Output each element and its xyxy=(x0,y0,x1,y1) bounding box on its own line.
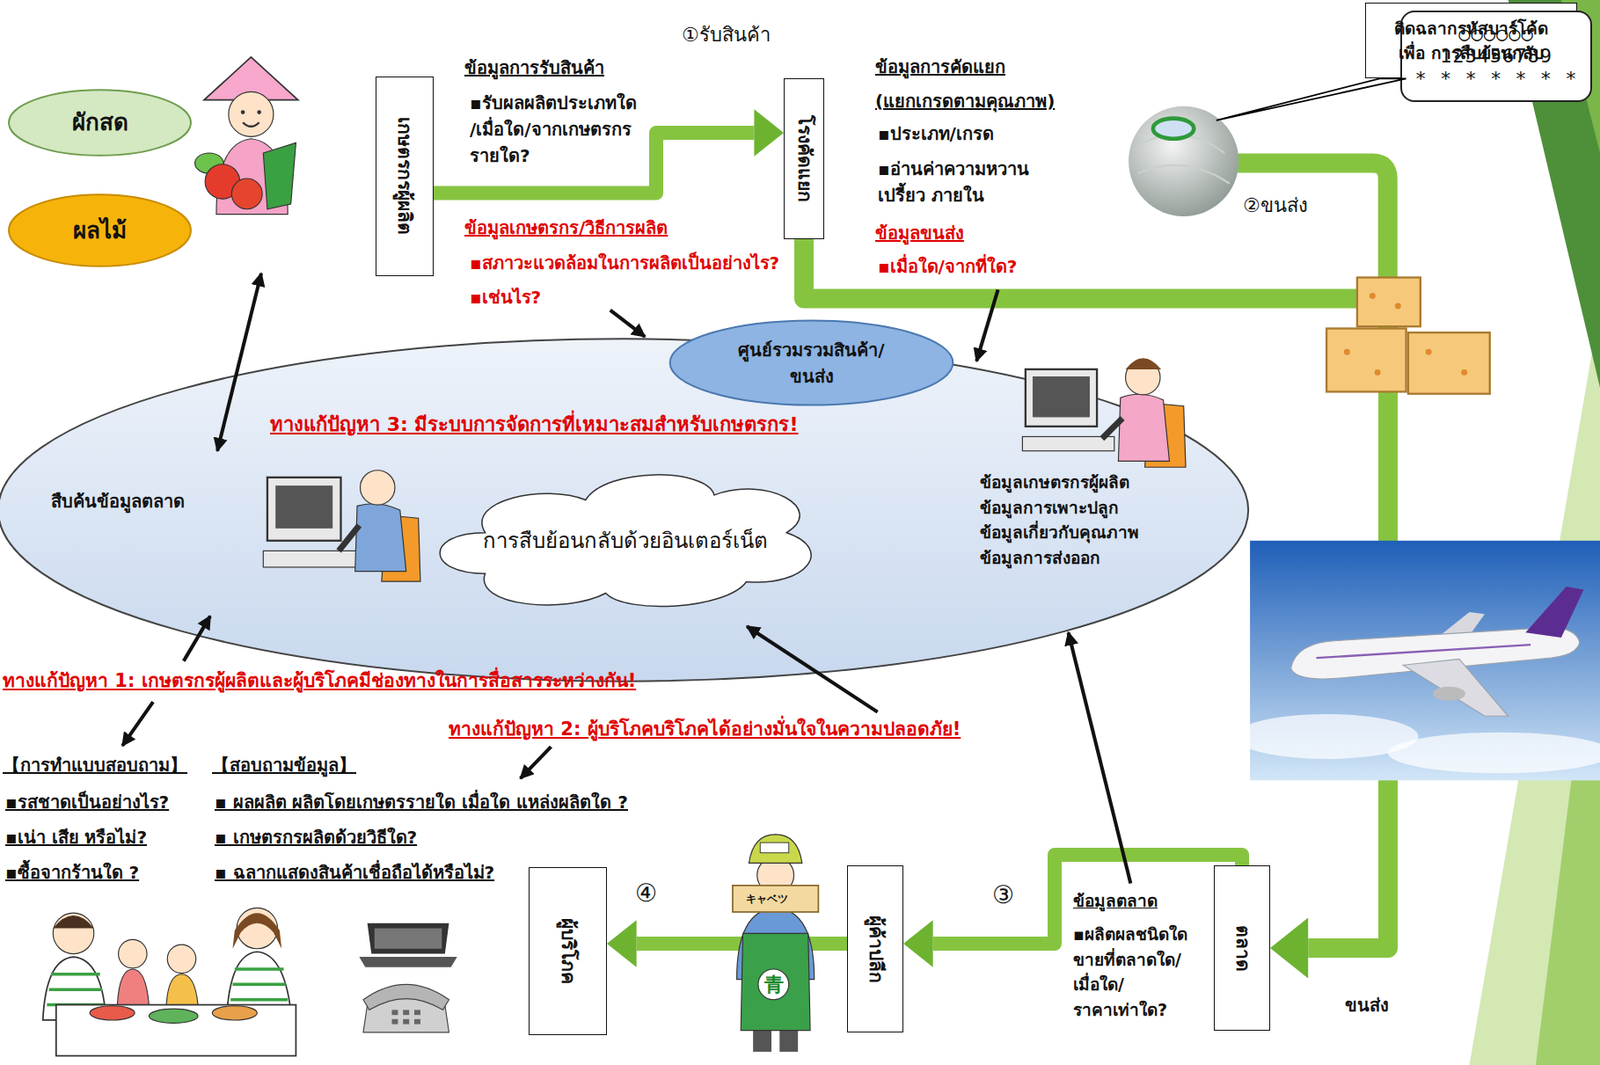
flow-arrow xyxy=(433,109,784,193)
internet-cloud: การสืบย้อนกลับด้วยอินเตอร์เน็ต xyxy=(424,459,827,623)
box-print: キャベツ xyxy=(745,892,789,906)
arrow-head xyxy=(903,920,934,968)
callout-number: ④ xyxy=(635,877,658,909)
note-text: ▪สภาวะแวดล้อมในการผลิตเป็นอย่างไร? xyxy=(469,252,780,275)
telephone-icon xyxy=(363,984,449,1033)
melon xyxy=(1128,106,1239,217)
note-text: ▪ประเภท/เกรด xyxy=(877,123,994,146)
note-text: ▪เช่นไร? xyxy=(469,286,541,309)
category-ellipse: ผักสด xyxy=(7,88,192,157)
shape-label: ผลไม้ xyxy=(73,216,127,246)
note-text: ▪รับผลผลิตประเภทใด /เมื่อใด/จากเกษตรกร ร… xyxy=(469,89,640,169)
shape-label: * * * * * * * xyxy=(1414,67,1578,90)
arrow-head xyxy=(606,920,637,968)
shape-label: ศูนย์รวมรวมสินค้า/ ขนส่ง xyxy=(737,336,887,390)
note-text: สืบค้นข้อมูลตลาด xyxy=(51,490,185,513)
heading-text: (แยกเกรดตามคุณภาพ) xyxy=(875,90,1055,113)
retailer-figure xyxy=(732,834,819,1053)
step-label: ②ขนส่ง xyxy=(1242,193,1308,219)
arrow-head xyxy=(1270,917,1308,979)
heading-text: 【การทำแบบสอบถาม】 xyxy=(2,754,188,777)
category-ellipse: ผลไม้ xyxy=(7,193,192,268)
heading-text: ข้อมูลเกษตรกร/วิธีการผลิต xyxy=(464,217,668,240)
note-text: ▪เน่า เสีย หรือไม่? xyxy=(5,826,147,849)
shape-label: การสืบย้อนกลับด้วยอินเตอร์เน็ต xyxy=(482,527,768,555)
stage-box: ผู้บริโภค xyxy=(528,867,607,1036)
parcel-boxes xyxy=(1326,277,1491,395)
shape-label: 123456789 xyxy=(1439,44,1553,67)
box-label: ผู้บริโภค xyxy=(555,918,579,985)
note-text: ข้อมูลเกษตรกรผู้ผลิต ข้อมูลการเพาะปลูก ข… xyxy=(979,469,1142,570)
heading-text: ข้อมูลขนส่ง xyxy=(875,222,965,245)
note-text: ▪ผลิตผลชนิดใด ขายที่ตลาดใด/ เมื่อใด/ ราค… xyxy=(1073,921,1191,1023)
stage-box: เกษตรกรผู้ผลิต xyxy=(375,76,434,277)
stage-box: โรงคัดแยก xyxy=(783,78,825,240)
note-text: ▪อ่านค่าความหวาน เปรี้ยว ภายใน xyxy=(877,155,1032,209)
shape-label: ผักสด xyxy=(72,108,129,138)
leader-arrow xyxy=(122,273,1131,885)
heading-text: ข้อมูลการรับสินค้า xyxy=(464,57,605,80)
note-text: ▪รสชาดเป็นอย่างไร? xyxy=(5,791,169,814)
callout-number: ③ xyxy=(992,879,1015,911)
computer-user xyxy=(263,470,421,582)
computer-user xyxy=(1022,357,1186,468)
note-text: ขนส่ง xyxy=(1344,994,1389,1017)
box-label: ตลาด xyxy=(1230,925,1254,972)
laptop-icon xyxy=(358,923,457,968)
family-dining xyxy=(43,907,297,1056)
stage-box: ผู้ค้าปลีก xyxy=(847,865,904,1033)
shape-label: ○○○○○○ xyxy=(1458,22,1534,45)
note-text: ▪เมื่อใด/จากที่ใด? xyxy=(877,255,1017,278)
solution-heading: ทางแก้ปัญหา 1: เกษตรกรผู้ผลิตและผู้บริโภ… xyxy=(2,669,636,693)
note-text: ▪ ฉลากแสดงสินค้าเชื่อถือได้หรือไม่? xyxy=(214,862,495,885)
arrow-shaft xyxy=(433,132,754,194)
heading-text: ข้อมูลตลาด xyxy=(1073,891,1158,913)
stage-box: ตลาด xyxy=(1213,865,1271,1031)
arrow-shaft xyxy=(933,854,1243,944)
farmer-figure xyxy=(195,57,299,215)
arrow-head xyxy=(753,109,784,157)
box-label: ผู้ค้าปลีก xyxy=(863,915,887,984)
box-label: โรงคัดแยก xyxy=(792,115,816,203)
solution-heading: ทางแก้ปัญหา 2: ผู้บริโภคบริโภคได้อย่างมั… xyxy=(448,717,961,741)
note-text: ▪ซื้อจากร้านใด ? xyxy=(5,862,139,885)
hub-ellipse: ศูนย์รวมรวมสินค้า/ ขนส่ง xyxy=(668,319,955,407)
airplane-photo xyxy=(1234,540,1600,782)
flow-arrow xyxy=(903,854,1243,968)
box-label: เกษตรกรผู้ผลิต xyxy=(393,117,417,236)
apron-print: 青 xyxy=(764,972,784,998)
heading-text: ข้อมูลการคัดแยก xyxy=(875,56,1006,79)
callout-tail xyxy=(1216,78,1407,121)
heading-text: 【สอบถามข้อมูล】 xyxy=(211,754,357,777)
ellipse-outline xyxy=(668,319,955,407)
solution-heading: ทางแก้ปัญหา 3: มีระบบการจัดการที่เหมาะสม… xyxy=(270,412,798,438)
note-text: ▪ ผลผลิต ผลิตโดยเกษตรรายใด เมื่อใด แหล่ง… xyxy=(214,791,629,814)
step-label: ①รับสินค้า xyxy=(681,22,771,48)
note-text: ▪ เกษตรกรผลิตด้วยวิธีใด? xyxy=(214,826,417,849)
